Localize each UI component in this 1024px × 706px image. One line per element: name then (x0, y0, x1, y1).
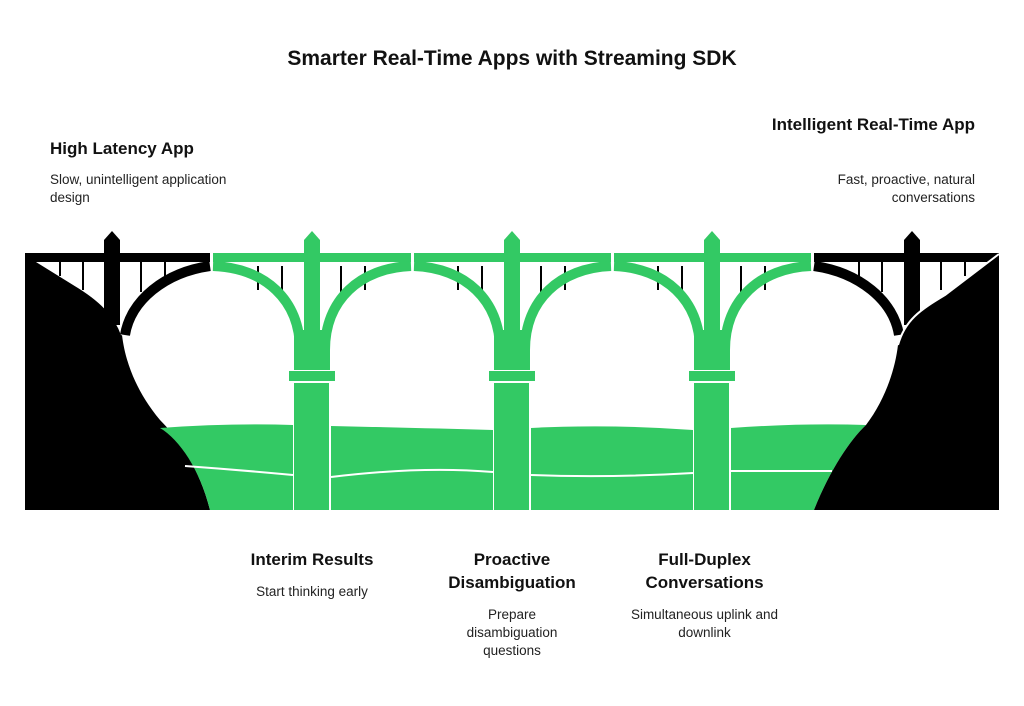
pillar-1-description: Start thinking early (256, 584, 368, 599)
pillar-2-description: Prepare disambiguation questions (466, 607, 558, 658)
right-cliff (814, 253, 1000, 510)
left-cliff (24, 253, 210, 510)
diagram-title: Smarter Real-Time Apps with Streaming SD… (287, 47, 737, 70)
left-endpoint-heading: High Latency App (50, 139, 194, 158)
pillar-3-description: Simultaneous uplink and downlink (630, 607, 779, 640)
pillar-3-heading: Full-Duplex Conversations (645, 550, 764, 592)
right-bridge-span (813, 231, 999, 336)
right-endpoint-heading: Intelligent Real-Time App (771, 115, 975, 134)
left-bridge-span (25, 231, 211, 336)
pillar-2-heading: Proactive Disambiguation (448, 550, 576, 592)
left-endpoint-description: Slow, unintelligent application design (50, 172, 227, 205)
river-water (160, 424, 866, 510)
pillar-1-heading: Interim Results (250, 550, 374, 569)
right-endpoint-description: Fast, proactive, natural conversations (837, 172, 975, 205)
green-bridge-spans (212, 231, 812, 510)
